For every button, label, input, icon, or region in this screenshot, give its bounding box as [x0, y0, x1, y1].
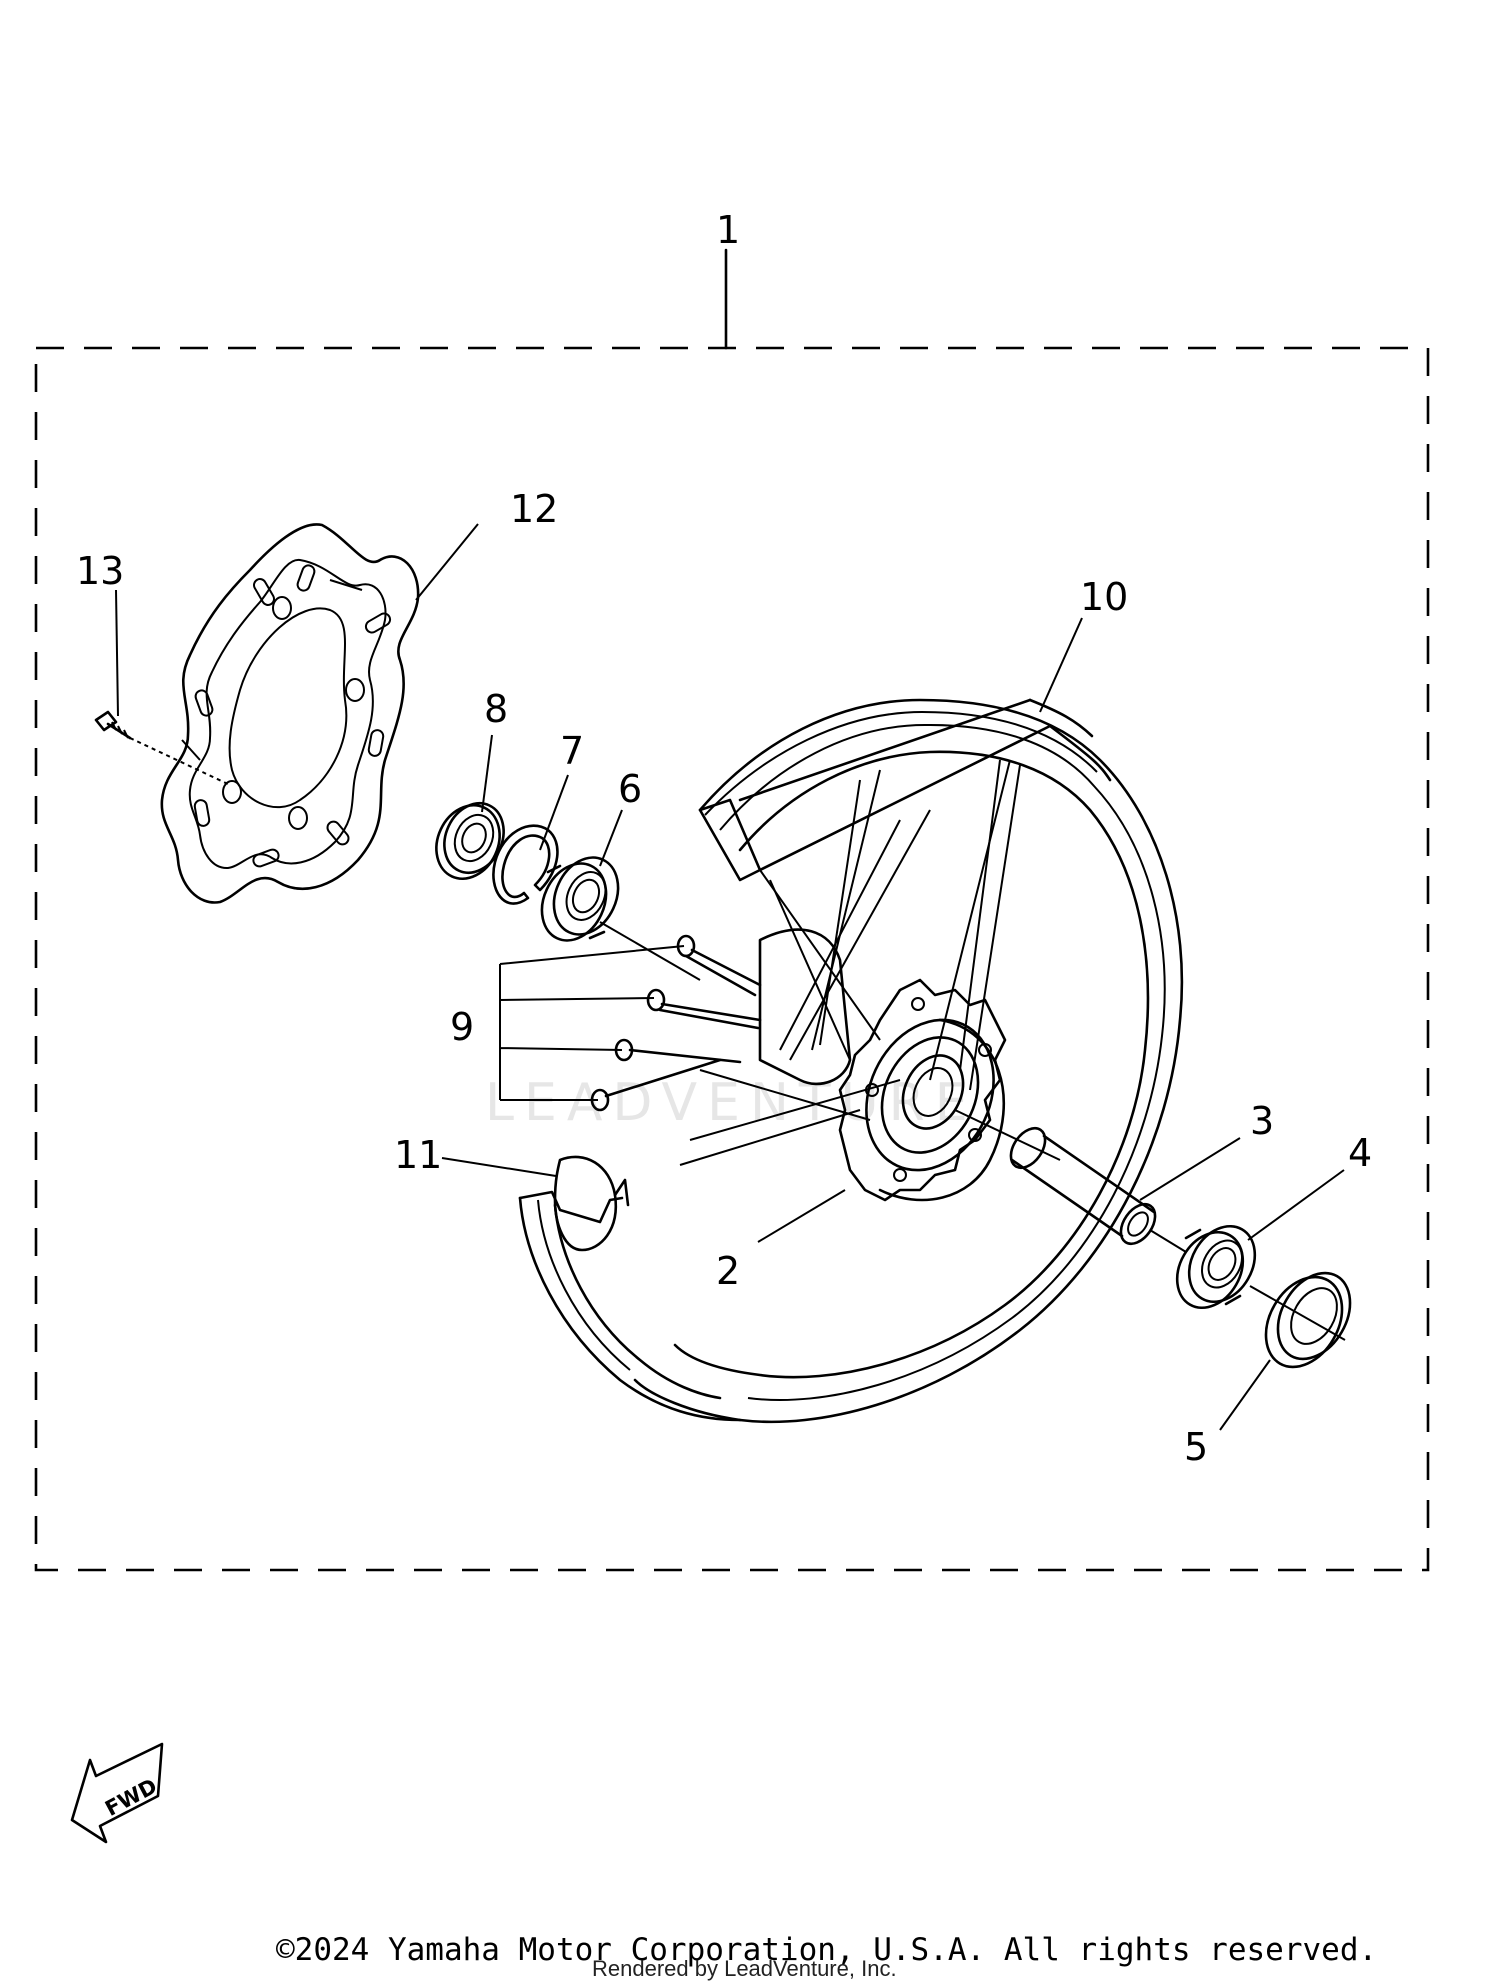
callout-13: 13	[76, 549, 124, 593]
callout-9: 9	[450, 1005, 474, 1049]
callout-11: 11	[394, 1133, 442, 1177]
forward-arrow-icon: FWD	[70, 1742, 164, 1844]
spokes	[679, 759, 1021, 1166]
collar[interactable]	[1004, 1122, 1162, 1250]
fwd-label: FWD	[101, 1774, 161, 1821]
callout-5: 5	[1184, 1425, 1208, 1469]
callout-7: 7	[560, 729, 584, 773]
copyright-notice: ©2024 Yamaha Motor Corporation, U.S.A. A…	[276, 1932, 1377, 1968]
bearing-right[interactable]	[1149, 1214, 1268, 1319]
callout-3: 3	[1250, 1099, 1274, 1143]
brake-disc[interactable]	[160, 523, 420, 904]
bearing-left[interactable]	[530, 847, 701, 981]
callout-2: 2	[716, 1249, 740, 1293]
callout-12: 12	[510, 487, 558, 531]
callout-6: 6	[618, 767, 642, 811]
spoke-nipples[interactable]	[590, 934, 762, 1112]
callout-8: 8	[484, 687, 508, 731]
disc-bolt[interactable]	[94, 710, 231, 786]
oil-seal-right[interactable]	[1249, 1260, 1365, 1380]
callout-10: 10	[1080, 575, 1128, 619]
rendered-by: Rendered by LeadVenture, Inc.	[592, 1956, 897, 1981]
wheel-rim[interactable]	[518, 698, 1184, 1424]
callout-4: 4	[1348, 1131, 1372, 1175]
rim-band[interactable]	[553, 1155, 630, 1252]
leader-lines	[115, 523, 1345, 1431]
circlip[interactable]	[492, 824, 559, 905]
assembly-boundary	[34, 248, 1430, 1572]
wheel-hub[interactable]	[758, 928, 1061, 1202]
callout-1: 1	[716, 208, 740, 252]
